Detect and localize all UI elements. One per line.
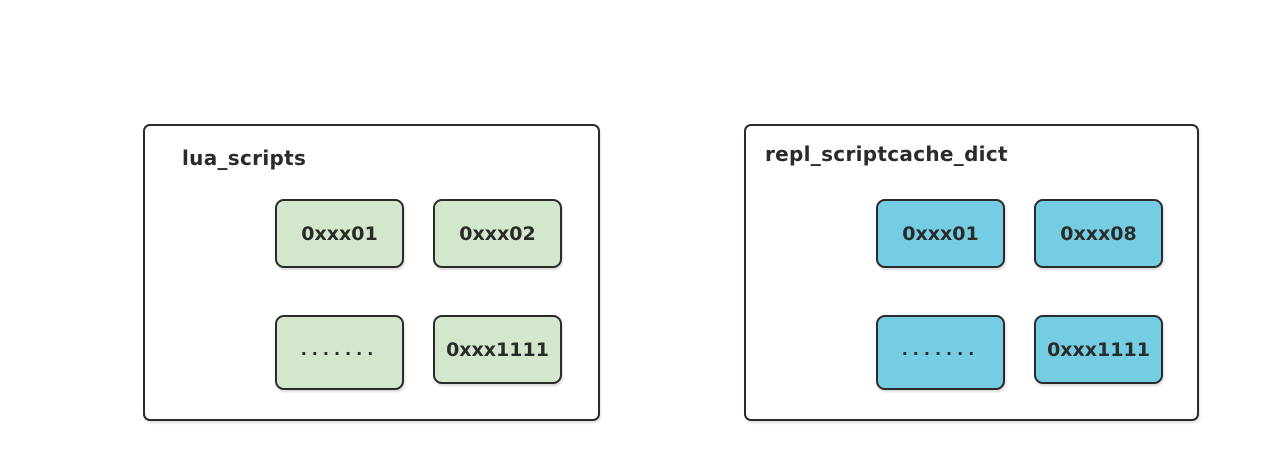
hash-entry-box: 0xxx08 <box>1034 199 1163 268</box>
hash-entry-box: 0xxx01 <box>876 199 1005 268</box>
ellipsis-box: ....... <box>275 315 404 390</box>
panel-title-repl-scriptcache-dict: repl_scriptcache_dict <box>765 142 1008 166</box>
panel-lua-scripts: lua_scripts 0xxx01 0xxx02 ....... 0xxx11… <box>143 124 600 421</box>
hash-entry-box: 0xxx02 <box>433 199 562 268</box>
hash-entry-box: 0xxx1111 <box>433 315 562 384</box>
hash-entry-box: 0xxx01 <box>275 199 404 268</box>
panel-title-lua-scripts: lua_scripts <box>182 146 307 170</box>
panel-repl-scriptcache-dict: repl_scriptcache_dict 0xxx01 0xxx08 ....… <box>744 124 1199 421</box>
hash-entry-box: 0xxx1111 <box>1034 315 1163 384</box>
ellipsis-box: ....... <box>876 315 1005 390</box>
